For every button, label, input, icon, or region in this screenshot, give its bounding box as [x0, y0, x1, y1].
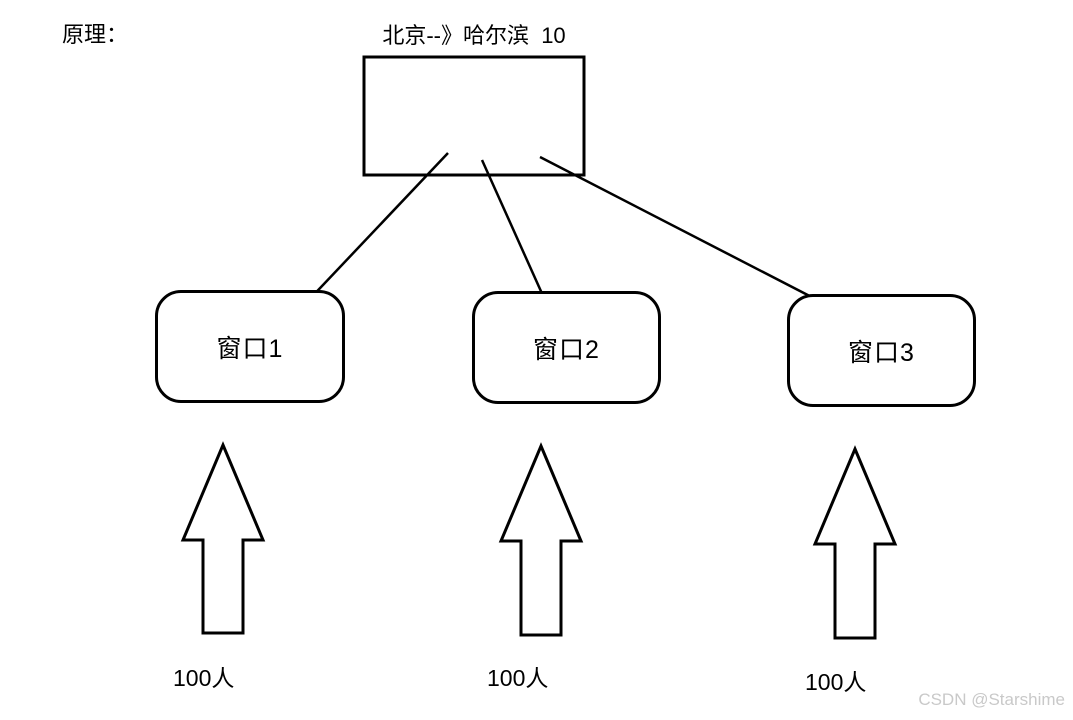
route-label: 北京--》哈尔滨 10: [382, 23, 566, 48]
watermark: CSDN @Starshime: [918, 690, 1065, 709]
page-title: 原理：: [62, 22, 129, 47]
ticket-pool-box: [362, 55, 586, 177]
window-box-2: 窗口2: [472, 291, 661, 404]
window-box-3: 窗口3: [787, 294, 976, 407]
window-label-3: 窗口3: [848, 338, 915, 367]
passenger-count-3: 100人: [805, 669, 867, 695]
window-box-1: 窗口1: [155, 290, 345, 403]
up-arrow-icon-1: [180, 441, 266, 635]
passenger-count-2: 100人: [487, 665, 549, 691]
window-label-1: 窗口1: [216, 334, 284, 363]
passenger-count-1: 100人: [173, 665, 235, 691]
window-label-2: 窗口2: [533, 335, 600, 364]
up-arrow-icon-3: [812, 445, 898, 640]
up-arrow-icon-2: [498, 442, 584, 637]
